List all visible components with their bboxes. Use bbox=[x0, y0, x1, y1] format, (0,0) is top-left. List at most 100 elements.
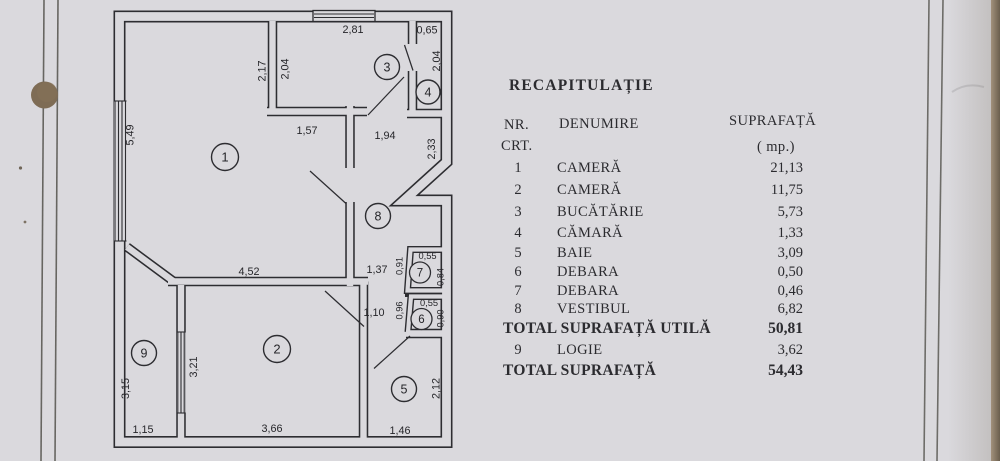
total-useful-label: TOTAL SUPRAFAȚĂ UTILĂ bbox=[503, 320, 711, 337]
table-row: 9 LOGIE 3,62 bbox=[503, 342, 803, 359]
row-name: DEBARA bbox=[557, 264, 620, 280]
rule-line bbox=[40, 0, 45, 461]
total-row: TOTAL SUPRAFAȚĂ 54,43 bbox=[503, 362, 803, 380]
row-name: DEBARA bbox=[557, 283, 620, 299]
window-top bbox=[312, 9, 376, 23]
room-number-badge: 4 bbox=[415, 79, 441, 105]
photo-edge-shadow bbox=[948, 0, 991, 461]
row-name: BUCĂTĂRIE bbox=[557, 204, 644, 220]
table-row: 5 BAIE 3,09 bbox=[503, 245, 803, 262]
dimension-label: 2,17 bbox=[257, 60, 269, 81]
dimension-label: 0,84 bbox=[436, 268, 446, 286]
row-nr: 2 bbox=[514, 182, 522, 198]
rule-line bbox=[923, 0, 930, 461]
svg-text:4: 4 bbox=[425, 86, 432, 100]
speck bbox=[18, 166, 23, 170]
row-area: 21,13 bbox=[770, 160, 803, 176]
total-useful-row: TOTAL SUPRAFAȚĂ UTILĂ 50,81 bbox=[503, 320, 803, 338]
table-row: 6 DEBARA 0,50 bbox=[503, 264, 803, 281]
row-area: 1,33 bbox=[777, 225, 803, 241]
row-name: VESTIBUL bbox=[557, 301, 631, 317]
row-nr: 9 bbox=[514, 342, 522, 358]
row-area: 11,75 bbox=[770, 182, 803, 198]
dimension-label: 2,04 bbox=[431, 50, 443, 71]
dimension-label: 0,55 bbox=[418, 251, 436, 261]
row-nr: 1 bbox=[514, 160, 522, 176]
row-name: LOGIE bbox=[557, 342, 603, 358]
svg-text:7: 7 bbox=[417, 268, 423, 280]
total-useful-area: 50,81 bbox=[768, 320, 803, 337]
room-number-badge: 8 bbox=[364, 202, 392, 230]
row-nr: 5 bbox=[514, 245, 522, 261]
stain-spot bbox=[37, 82, 57, 102]
dimension-label: 2,33 bbox=[426, 138, 438, 159]
col-header-nr: NR. bbox=[504, 117, 529, 133]
svg-text:2: 2 bbox=[273, 342, 280, 357]
room-number-badge: 3 bbox=[373, 53, 401, 81]
row-nr: 8 bbox=[514, 301, 522, 317]
dimension-label: 3,15 bbox=[120, 378, 132, 399]
row-name: CAMERĂ bbox=[557, 182, 622, 198]
dimension-label: 0,65 bbox=[416, 25, 437, 37]
dimension-label: 1,46 bbox=[389, 425, 410, 437]
rule-line bbox=[936, 0, 944, 461]
photo-edge bbox=[991, 0, 1000, 461]
row-area: 0,50 bbox=[777, 264, 803, 280]
dimension-label: 1,94 bbox=[374, 130, 395, 142]
dimension-label: 4,52 bbox=[238, 266, 259, 278]
door-swing bbox=[309, 44, 414, 369]
table-row: 1 CAMERĂ 21,13 bbox=[503, 160, 803, 177]
dimension-label: 1,10 bbox=[363, 307, 384, 319]
room-number-badge: 7 bbox=[408, 261, 432, 284]
row-area: 0,46 bbox=[777, 283, 803, 299]
dimension-label: 0,55 bbox=[420, 298, 438, 308]
svg-text:5: 5 bbox=[401, 383, 408, 397]
dimension-label: 0,90 bbox=[436, 309, 446, 327]
dimension-label: 3,21 bbox=[188, 356, 200, 377]
room-number-badge: 5 bbox=[390, 375, 418, 403]
col-header-crt: CRT. bbox=[501, 138, 533, 154]
col-header-area: SUPRAFAȚĂ bbox=[729, 113, 817, 129]
col-header-name: DENUMIRE bbox=[559, 116, 639, 132]
dimension-label: 2,81 bbox=[342, 24, 363, 36]
svg-text:9: 9 bbox=[141, 347, 148, 361]
svg-text:8: 8 bbox=[375, 210, 382, 224]
dimension-label: 0,96 bbox=[395, 301, 405, 319]
row-nr: 7 bbox=[514, 283, 522, 299]
dimension-label: 2,12 bbox=[431, 378, 443, 399]
row-name: CAMERĂ bbox=[557, 160, 622, 176]
table-row: 4 CĂMARĂ 1,33 bbox=[503, 225, 803, 242]
row-nr: 4 bbox=[514, 225, 522, 241]
dimension-label: 0,91 bbox=[395, 257, 405, 275]
row-name: BAIE bbox=[557, 245, 593, 261]
col-header-area-unit: ( mp.) bbox=[757, 139, 795, 155]
room-number-badge: 2 bbox=[262, 334, 292, 364]
room-number-badge: 1 bbox=[210, 142, 240, 172]
row-name: CĂMARĂ bbox=[557, 225, 624, 241]
recap-title: RECAPITULAȚIE bbox=[509, 77, 654, 94]
dimension-label: 1,15 bbox=[132, 424, 153, 436]
total-area: 54,43 bbox=[768, 362, 803, 379]
row-area: 3,09 bbox=[777, 245, 803, 261]
dimension-label: 1,37 bbox=[366, 264, 387, 276]
dimension-labels: 5,49 2,17 2,04 2,81 0,65 2,04 1,57 1,94 … bbox=[120, 24, 446, 437]
svg-text:6: 6 bbox=[418, 314, 424, 326]
row-nr: 6 bbox=[514, 264, 522, 280]
dimension-label: 5,49 bbox=[125, 124, 137, 145]
window-left bbox=[113, 100, 127, 242]
row-area: 5,73 bbox=[777, 204, 803, 220]
speck bbox=[23, 220, 27, 224]
svg-text:1: 1 bbox=[221, 150, 228, 165]
dimension-label: 2,04 bbox=[280, 58, 292, 79]
svg-text:3: 3 bbox=[384, 61, 391, 75]
table-row: 7 DEBARA 0,46 bbox=[503, 283, 803, 300]
row-area: 6,82 bbox=[777, 301, 803, 317]
room-number-badge: 6 bbox=[410, 307, 433, 331]
table-row: 2 CAMERĂ 11,75 bbox=[503, 182, 803, 199]
paper-crease bbox=[951, 84, 985, 93]
dimension-label: 1,57 bbox=[296, 125, 317, 137]
row-nr: 3 bbox=[514, 204, 522, 220]
wall-cores bbox=[115, 12, 451, 447]
